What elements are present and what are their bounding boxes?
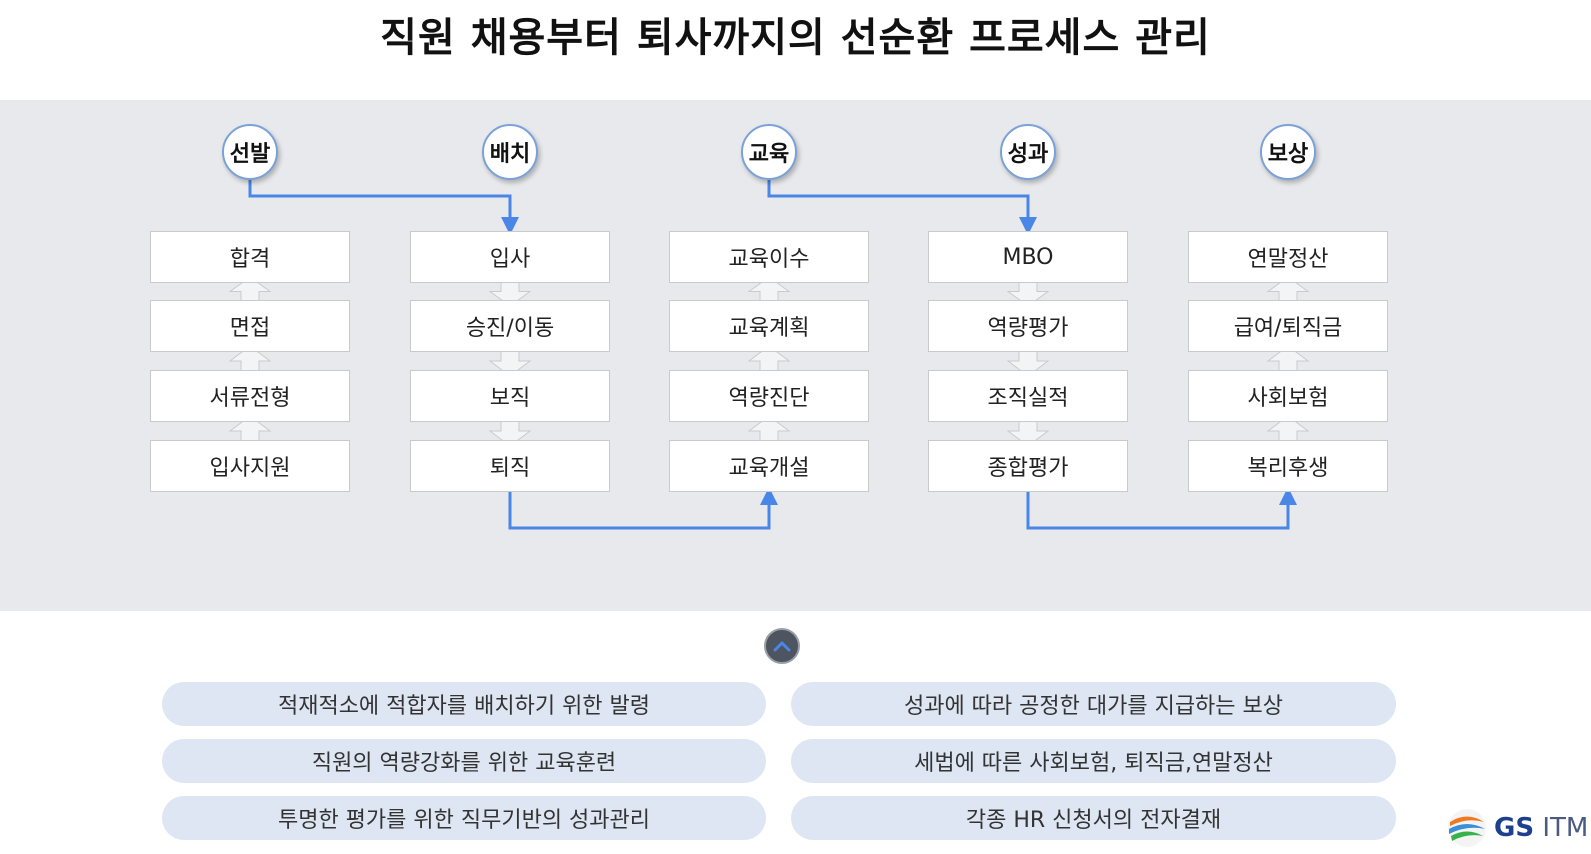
stage-circle: 보상 <box>1260 124 1316 180</box>
top-connector-arrow <box>248 180 519 235</box>
step-box: 역량진단 <box>669 370 869 422</box>
step-box: 교육계획 <box>669 300 869 352</box>
chevron-up-icon <box>773 641 791 652</box>
step-box: 승진/이동 <box>410 300 610 352</box>
step-box: 입사 <box>410 231 610 283</box>
step-box: 복리후생 <box>1188 440 1388 492</box>
step-box: MBO <box>928 231 1128 283</box>
step-box: 합격 <box>150 231 350 283</box>
step-box: 조직실적 <box>928 370 1128 422</box>
step-box: 퇴직 <box>410 440 610 492</box>
step-box: 교육개설 <box>669 440 869 492</box>
gs-itm-logo: GS ITM <box>1446 806 1591 850</box>
description-pill: 투명한 평가를 위한 직무기반의 성과관리 <box>162 796 766 840</box>
step-box: 급여/퇴직금 <box>1188 300 1388 352</box>
stage-circle: 교육 <box>741 124 797 180</box>
logo-brand: GS <box>1494 813 1535 843</box>
step-box: 면접 <box>150 300 350 352</box>
step-box: 종합평가 <box>928 440 1128 492</box>
gs-logo-icon <box>1448 809 1486 847</box>
logo-suffix: ITM <box>1542 813 1589 843</box>
step-box: 사회보험 <box>1188 370 1388 422</box>
step-box: 보직 <box>410 370 610 422</box>
step-box: 서류전형 <box>150 370 350 422</box>
step-box: 교육이수 <box>669 231 869 283</box>
description-pill: 각종 HR 신청서의 전자결재 <box>791 796 1396 840</box>
page-title: 직원 채용부터 퇴사까지의 선순환 프로세스 관리 <box>380 15 1211 61</box>
description-pill: 직원의 역량강화를 위한 교육훈련 <box>162 739 766 783</box>
stage-circle: 성과 <box>1000 124 1056 180</box>
stage-circle: 배치 <box>482 124 538 180</box>
description-pill: 세법에 따른 사회보험, 퇴직금,연말정산 <box>791 739 1396 783</box>
top-connector-arrow <box>767 180 1037 235</box>
step-box: 역량평가 <box>928 300 1128 352</box>
description-pill: 적재적소에 적합자를 배치하기 위한 발령 <box>162 682 766 726</box>
bottom-connector-arrow <box>1026 487 1297 530</box>
step-box: 연말정산 <box>1188 231 1388 283</box>
step-box: 입사지원 <box>150 440 350 492</box>
description-pill: 성과에 따라 공정한 대가를 지급하는 보상 <box>791 682 1396 726</box>
collapse-button[interactable] <box>764 628 800 664</box>
stage-circle: 선발 <box>222 124 278 180</box>
section-divider <box>0 610 1591 611</box>
bottom-connector-arrow <box>508 487 778 530</box>
process-band <box>0 100 1591 610</box>
